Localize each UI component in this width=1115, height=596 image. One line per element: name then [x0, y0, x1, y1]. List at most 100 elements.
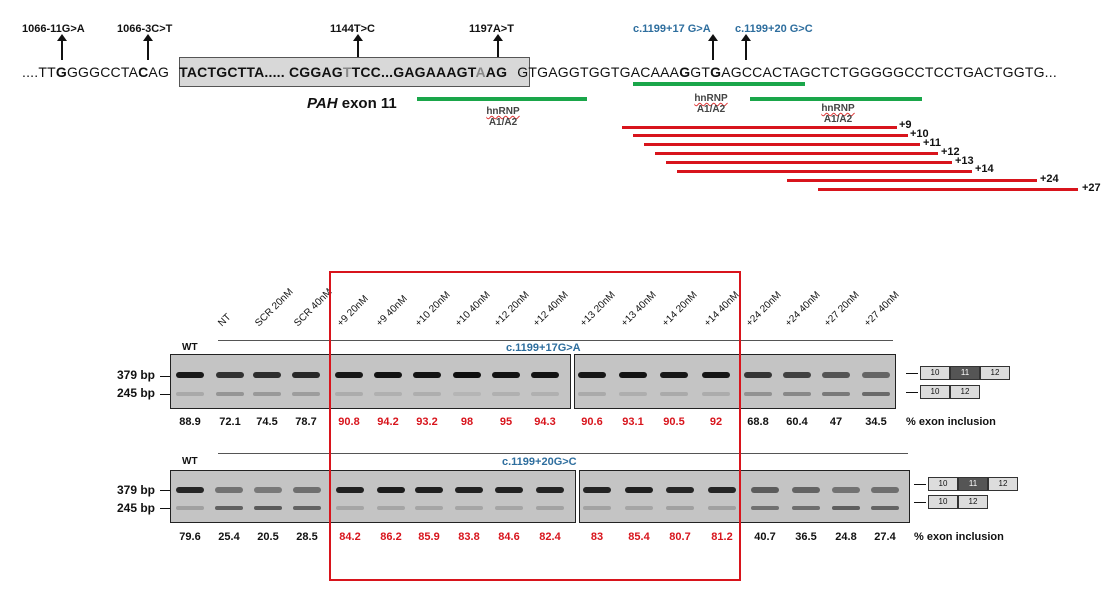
lane-label: +24 40nM [783, 289, 823, 329]
band-245 [625, 506, 653, 510]
percent-value: 93.1 [622, 416, 644, 428]
percent-value: 28.5 [296, 531, 318, 543]
percent-value: 78.7 [295, 416, 317, 428]
gel1-tick-upper [160, 376, 170, 377]
band-379 [871, 487, 899, 493]
gel1-legend-line-full [906, 373, 918, 374]
mutation-label-1066-11: 1066-11G>A [22, 23, 85, 35]
mutation-label-1197: 1197A>T [469, 23, 514, 35]
gel1-title: c.1199+17G>A [506, 342, 581, 354]
band-379 [215, 487, 243, 493]
gel2-panel-right [579, 470, 910, 523]
exon-11-box [179, 57, 530, 87]
band-379 [783, 372, 811, 378]
seq-exon-1: TACTGCTTA..... CGGAG [179, 64, 343, 80]
band-245 [215, 506, 243, 510]
band-245 [335, 392, 363, 396]
band-245 [708, 506, 736, 510]
band-245 [660, 392, 688, 396]
aso-bar-9 [622, 126, 897, 129]
lane-label: +24 20nM [744, 289, 784, 329]
band-245 [455, 506, 483, 510]
band-379 [453, 372, 481, 378]
band-245 [822, 392, 850, 396]
gel1-panel-left [170, 354, 571, 409]
band-379 [666, 487, 694, 493]
band-379 [792, 487, 820, 493]
mutation-label-1066-3: 1066-3C>T [117, 23, 173, 35]
exon-label: PAH exon 11 [307, 95, 397, 112]
aso-bar-24 [787, 179, 1037, 182]
percent-value: 95 [499, 416, 513, 428]
percent-value: 60.4 [786, 416, 808, 428]
gel2-schematic-skipped: 10 12 [928, 495, 988, 509]
gel1-footer: % exon inclusion [906, 416, 996, 428]
arrow-icon [57, 34, 67, 60]
seq-exon-2: TCC...GAGAAAGT [351, 64, 476, 80]
mutation-label-1199-20: c.1199+20 G>C [735, 23, 813, 35]
seq-right-3: AGCCACTAGCTCTGGGGGCCTCCTGACTGGTG... [721, 64, 1057, 80]
band-379 [374, 372, 402, 378]
gel1-schematic-skipped: 10 12 [920, 385, 980, 399]
gel1-legend-line-skip [906, 392, 918, 393]
seq-left-1: ....TT [22, 64, 56, 80]
gel2-legend-line-skip [914, 502, 926, 503]
band-245 [293, 506, 321, 510]
lane-label: NT [216, 311, 234, 329]
band-379 [702, 372, 730, 378]
band-245 [619, 392, 647, 396]
percent-value: 88.9 [179, 416, 201, 428]
aso-label-9: +9 [899, 119, 912, 131]
band-379 [413, 372, 441, 378]
highlight-frame [329, 271, 741, 581]
aso-label-12: +12 [941, 146, 960, 158]
percent-value: 79.6 [179, 531, 201, 543]
percent-value: 24.8 [835, 531, 857, 543]
percent-value: 94.3 [534, 416, 556, 428]
aso-bar-11 [644, 143, 920, 146]
band-379 [254, 487, 282, 493]
percent-value: 84.6 [498, 531, 520, 543]
seq-right-mut1: G [679, 64, 691, 80]
hnrnp-site-2 [633, 82, 805, 86]
gel1-header-line [218, 340, 893, 341]
seq-left-mut1: G [55, 64, 67, 80]
percent-value: 85.9 [418, 531, 440, 543]
hnrnp-site-3 [750, 97, 922, 101]
percent-value: 90.5 [663, 416, 685, 428]
band-379 [377, 487, 405, 493]
aso-label-13: +13 [955, 155, 974, 167]
band-379 [531, 372, 559, 378]
gene-name: PAH [307, 95, 338, 112]
percent-value: 85.4 [628, 531, 650, 543]
percent-value: 86.2 [380, 531, 402, 543]
band-379 [660, 372, 688, 378]
band-245 [751, 506, 779, 510]
band-379 [335, 372, 363, 378]
band-245 [254, 506, 282, 510]
arrow-icon [708, 34, 718, 60]
percent-value: 25.4 [218, 531, 240, 543]
arrow-icon [143, 34, 153, 60]
percent-value: 84.2 [339, 531, 361, 543]
band-245 [666, 506, 694, 510]
band-379 [216, 372, 244, 378]
band-379 [455, 487, 483, 493]
percent-value: 80.7 [669, 531, 691, 543]
band-245 [531, 392, 559, 396]
band-245 [292, 392, 320, 396]
band-379 [293, 487, 321, 493]
percent-value: 98 [460, 416, 474, 428]
gel2-panel-left [170, 470, 576, 523]
band-379 [751, 487, 779, 493]
percent-value: 90.6 [581, 416, 603, 428]
band-245 [176, 506, 204, 510]
gel2-wt-label: WT [182, 456, 198, 467]
aso-label-27: +27 [1082, 182, 1101, 194]
band-379 [862, 372, 890, 378]
exon-name: exon 11 [337, 95, 397, 112]
band-379 [292, 372, 320, 378]
gel1-bp-upper: 379 bp [117, 368, 156, 382]
gel2-header-line [218, 453, 908, 454]
